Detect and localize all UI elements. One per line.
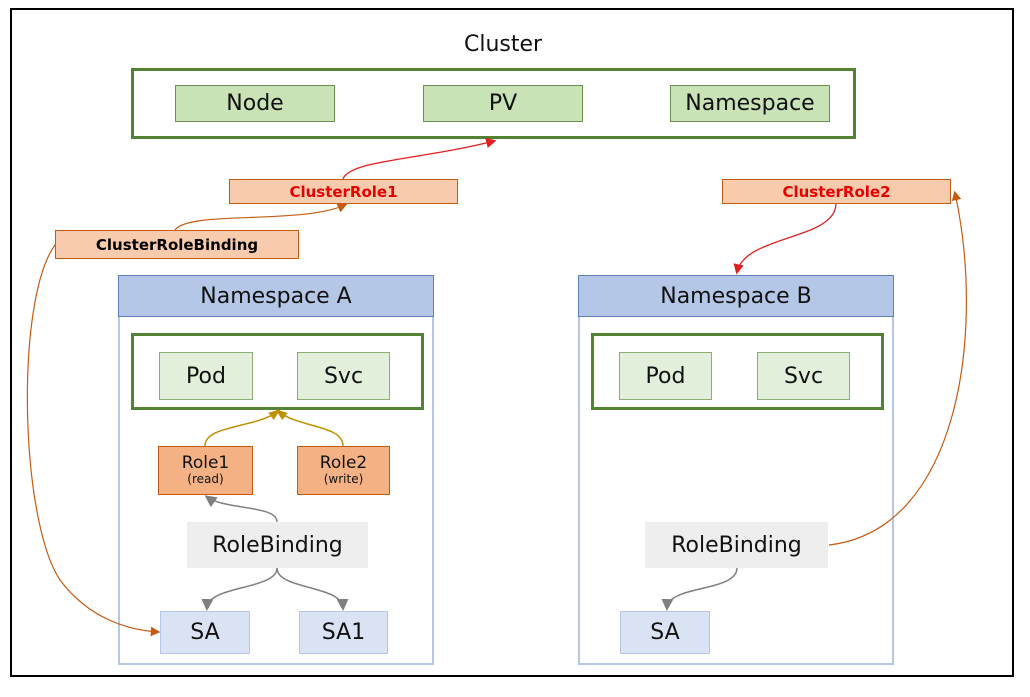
namespace-b-pod: Pod [619,352,712,400]
role1-name: Role1 [181,452,230,473]
namespace-b-header: Namespace B [578,275,894,317]
cluster-namespace: Namespace [670,85,830,122]
namespace-a-sa: SA [160,611,250,654]
namespace-a-role1: Role1 (read) [158,446,253,495]
cluster-title: Cluster [464,32,543,57]
namespace-b-sa: SA [620,611,710,654]
namespace-a-rolebinding: RoleBinding [187,522,368,568]
namespace-a-sa1: SA1 [299,611,388,654]
namespace-a-pod: Pod [159,352,253,400]
namespace-a-role2: Role2 (write) [297,446,390,495]
namespace-b-svc: Svc [757,352,850,400]
cluster-pv: PV [423,85,583,122]
role2-note: (write) [323,472,364,487]
role1-note: (read) [187,472,224,487]
namespace-a-svc: Svc [297,352,390,400]
cluster-box [131,68,856,139]
diagram-frame [10,8,1014,677]
namespace-b-rolebinding: RoleBinding [645,522,828,568]
cluster-role-binding: ClusterRoleBinding [55,230,299,259]
cluster-role-2: ClusterRole2 [722,179,951,204]
cluster-node: Node [175,85,335,122]
role2-name: Role2 [319,452,368,473]
cluster-role-1: ClusterRole1 [229,179,458,204]
namespace-a-header: Namespace A [118,275,434,317]
